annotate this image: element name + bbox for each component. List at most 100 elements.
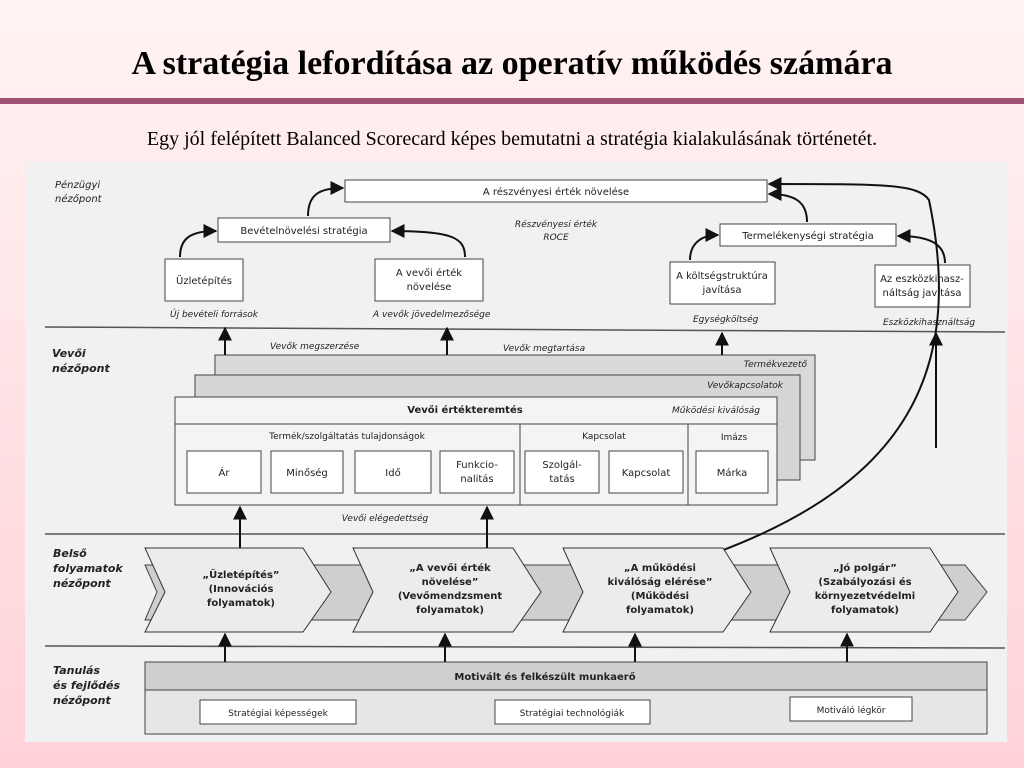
measure-new-revenue: Új bevételi források	[170, 308, 259, 320]
shareholder-value-label: A részvényesi érték növelése	[483, 186, 629, 198]
attr-service-label-2: tatás	[549, 473, 574, 485]
perspective-label-internal: Belső folyamatok nézőpont	[53, 547, 123, 590]
motivating-climate-label: Motiváló légkör	[817, 705, 886, 716]
svg-text:környezetvédelmi: környezetvédelmi	[815, 590, 916, 602]
svg-text:(Szabályozási és: (Szabályozási és	[818, 576, 911, 588]
separator-financial-customer	[44, 326, 1006, 333]
attr-brand-box	[695, 450, 769, 494]
workforce-band	[144, 661, 988, 691]
process-innovation-label: „Üzletépítés” (Innovációs folyamatok)	[203, 567, 280, 609]
attr-time-box	[354, 450, 432, 494]
attr-functionality-label-2: nalitás	[460, 473, 493, 485]
strategy-map: Pénzügyi nézőpont Vevői nézőpont Belső f…	[25, 162, 1007, 742]
svg-text:„A vevői érték: „A vevői érték	[409, 562, 491, 574]
financial-arrows	[179, 177, 946, 553]
internal-arrows	[233, 505, 494, 548]
revenue-strategy-box	[217, 217, 391, 243]
process-operations-label: „A működési kiválóság elérése” (Működési…	[608, 562, 713, 616]
customer-retention-label: Vevők megtartása	[503, 344, 585, 354]
process-innovation-chevron	[144, 547, 332, 633]
perspective-label-financial: Pénzügyi nézőpont	[55, 179, 103, 205]
svg-text:(Működési: (Működési	[631, 590, 689, 602]
svg-text:növelése”: növelése”	[422, 576, 479, 588]
customer-satisfaction-label: Vevői elégedettség	[342, 513, 429, 524]
process-operations-chevron	[562, 547, 752, 633]
layer-product-leadership-label: Termékvezető	[744, 359, 808, 370]
attr-price-box	[186, 450, 262, 494]
cost-structure-label-2: javítása	[702, 284, 742, 296]
customer-value-creation-title: Vevői értékteremtés	[407, 404, 522, 416]
customer-value-box	[374, 258, 484, 302]
attr-service-label-1: Szolgál-	[542, 459, 582, 471]
perspective-label-customer: Vevői nézőpont	[52, 347, 111, 375]
title-rule	[0, 98, 1024, 104]
svg-text:folyamatok): folyamatok)	[626, 605, 694, 616]
group-product-attributes: Termék/szolgáltatás tulajdonságok	[268, 431, 425, 442]
attr-functionality-box	[439, 450, 515, 494]
business-building-label: Üzletépítés	[176, 274, 232, 287]
svg-text:Belső: Belső	[53, 547, 87, 560]
page-title: A stratégia lefordítása az operatív műkö…	[131, 45, 893, 82]
process-band	[144, 564, 988, 621]
cost-structure-label-1: A költségstruktúra	[676, 270, 768, 282]
customer-value-label-1: A vevői érték	[396, 267, 462, 279]
asset-utilization-box	[874, 264, 971, 308]
shareholder-value-box	[344, 179, 768, 203]
svg-text:kiválóság elérése”: kiválóság elérése”	[608, 576, 713, 588]
strategic-tech-box	[494, 699, 651, 725]
measure-customer-profitability: A vevők jövedelmezősége	[372, 309, 491, 320]
customer-value-label-2: növelése	[407, 281, 452, 293]
process-customer-chevron	[352, 547, 542, 633]
svg-text:nézőpont: nézőpont	[53, 694, 112, 707]
separator-internal-learning	[44, 645, 1006, 649]
learning-arrows	[218, 632, 854, 662]
customer-acquisition-label: Vevők megszerzése	[270, 341, 360, 352]
strategic-tech-label: Stratégiai technológiák	[520, 708, 625, 719]
cost-structure-box	[669, 261, 776, 305]
strategic-skills-box	[199, 699, 357, 725]
productivity-strategy-box	[719, 223, 897, 247]
svg-text:Tanulás: Tanulás	[53, 664, 100, 677]
process-citizen-chevron	[769, 547, 959, 633]
attr-quality-label: Minőség	[286, 467, 328, 479]
svg-text:folyamatok): folyamatok)	[831, 605, 899, 616]
attr-relationship-box	[608, 450, 684, 494]
svg-text:nézőpont: nézőpont	[53, 577, 112, 590]
svg-text:(Innovációs: (Innovációs	[209, 583, 274, 595]
svg-text:Pénzügyi: Pénzügyi	[55, 179, 100, 191]
perspective-label-learning: Tanulás és fejlődés nézőpont	[53, 664, 121, 707]
process-customer-label: „A vevői érték növelése” (Vevőmendzsment…	[398, 562, 503, 616]
svg-text:nézőpont: nézőpont	[55, 193, 103, 205]
svg-text:„A működési: „A működési	[624, 562, 696, 574]
measure-unit-cost: Egységköltség	[693, 314, 759, 325]
business-building-box	[164, 258, 244, 302]
group-image: Imázs	[721, 433, 748, 443]
svg-text:„Jó polgár”: „Jó polgár”	[833, 562, 897, 574]
customer-arrows	[218, 326, 943, 448]
svg-text:és fejlődés: és fejlődés	[53, 679, 121, 692]
attr-brand-label: Márka	[717, 467, 748, 479]
svg-text:Vevői: Vevői	[52, 347, 86, 360]
productivity-strategy-label: Termelékenységi stratégia	[741, 230, 874, 242]
svg-text:„Üzletépítés”: „Üzletépítés”	[203, 567, 280, 581]
attr-relationship-label: Kapcsolat	[622, 468, 671, 479]
svg-text:folyamatok: folyamatok	[53, 562, 123, 575]
revenue-strategy-label: Bevételnövelési stratégia	[240, 225, 367, 237]
svg-text:folyamatok): folyamatok)	[207, 598, 275, 609]
svg-text:folyamatok): folyamatok)	[416, 605, 484, 616]
workforce-label: Motivált és felkészült munkaerő	[454, 671, 635, 683]
asset-utilization-label-1: Az eszközkihasz-	[880, 274, 964, 285]
attr-time-label: Idő	[385, 467, 400, 479]
operational-excellence-label: Működési kiválóság	[672, 405, 760, 416]
svg-text:(Vevőmendzsment: (Vevőmendzsment	[398, 590, 503, 602]
measure-asset-utilization: Eszközkihasználtság	[883, 318, 975, 328]
page-subtitle: Egy jól felépített Balanced Scorecard ké…	[146, 128, 878, 150]
asset-utilization-label-2: náltság javítása	[882, 287, 961, 299]
group-relationship: Kapcsolat	[582, 432, 626, 442]
attr-service-box	[524, 450, 600, 494]
roce-label: Részvényesi érték ROCE	[515, 219, 598, 243]
strategic-skills-label: Stratégiai képességek	[228, 708, 328, 719]
svg-text:Részvényesi érték: Részvényesi érték	[515, 219, 598, 230]
svg-text:nézőpont: nézőpont	[52, 362, 111, 375]
layer-customer-intimacy-label: Vevőkapcsolatok	[707, 381, 784, 391]
